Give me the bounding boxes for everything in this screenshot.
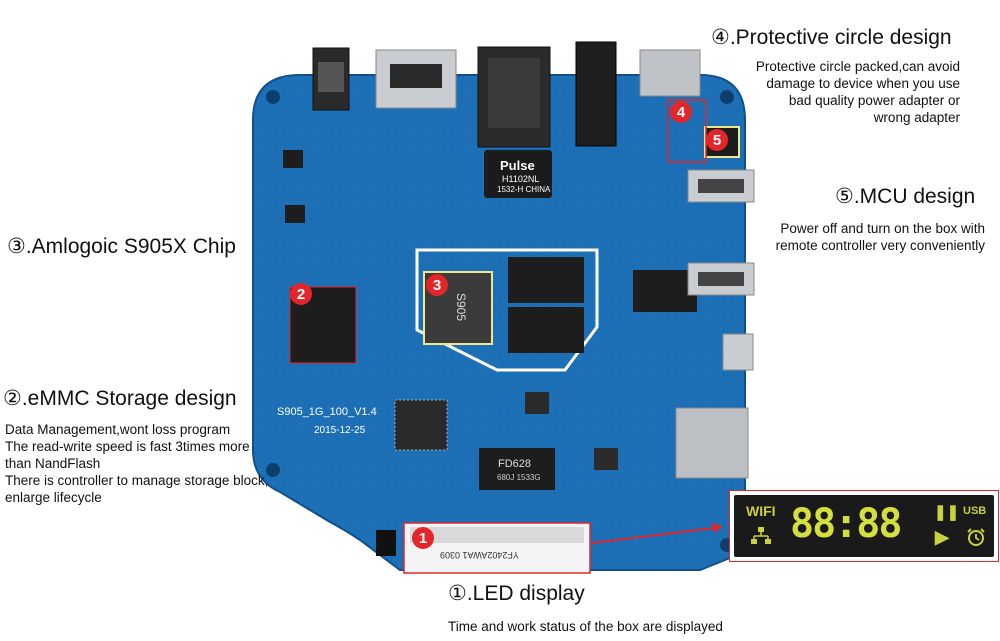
lcd-pointer-arrow xyxy=(591,526,723,544)
lcd-wifi-label: WIFI xyxy=(746,503,776,519)
alarm-clock-icon xyxy=(967,528,985,546)
pulse-sub-label: 1532-H CHINA xyxy=(497,185,551,194)
spdif-jack xyxy=(575,41,617,147)
led-driver-sub-label: 680J 1533G xyxy=(497,473,541,482)
ram-chip-1 xyxy=(508,257,584,303)
usb-hub-chip xyxy=(633,270,697,312)
soc-label: S905 xyxy=(454,292,469,322)
feature-2-description: Data Management,wont loss program The re… xyxy=(5,421,325,506)
lcd-screen: WIFI 88:88 ❚❚ ▶ USB xyxy=(734,495,994,557)
micro-usb-port xyxy=(722,333,754,371)
led-driver-label: FD628 xyxy=(498,458,532,470)
feature-4-title: ④.Protective circle design xyxy=(711,26,952,49)
feature-1-description: Time and work status of the box are disp… xyxy=(448,619,723,634)
ir-receiver xyxy=(376,530,396,556)
board-model-label: S905_1G_100_V1.4 xyxy=(277,406,377,418)
soc-outline xyxy=(415,248,599,372)
lcd-time-digits: 88:88 xyxy=(790,501,902,547)
feature-2-desc-line: The read-write speed is fast 3times more xyxy=(5,439,250,454)
feature-4-desc-line: Protective circle packed,can avoid xyxy=(755,59,960,74)
feature-5-desc-line: Power off and turn on the box with xyxy=(780,221,985,236)
sd-card-slot xyxy=(675,407,749,479)
led-driver-chip xyxy=(479,448,555,490)
lcd-play-icon: ▶ xyxy=(935,527,949,547)
feature-4-desc-line: bad quality power adapter or xyxy=(788,93,960,108)
feature-5-title: ⑤.MCU design xyxy=(835,185,976,208)
lcd-usb-label: USB xyxy=(963,505,987,517)
feature-4-desc-line: damage to device when you use xyxy=(766,76,960,91)
feature-5-desc-line: remote controller very conveniently xyxy=(775,238,985,253)
badge-5: 5 xyxy=(706,129,728,151)
feature-5-description: Power off and turn on the box with remot… xyxy=(735,220,985,254)
feature-2-desc-line: than NandFlash xyxy=(5,456,101,471)
feature-3-title: ③.Amlogoic S905X Chip xyxy=(7,235,236,258)
led-strip-label: YF2402AWA1 0309 xyxy=(440,550,519,560)
wifi-chip xyxy=(394,399,448,451)
protective-circuit xyxy=(667,99,707,163)
ram-chip-2 xyxy=(508,307,584,353)
feature-2-desc-line: Data Management,wont loss program xyxy=(5,422,231,437)
badge-2: 2 xyxy=(290,283,312,305)
board-date-label: 2015-12-25 xyxy=(314,425,366,436)
feature-4-description: Protective circle packed,can avoid damag… xyxy=(660,58,960,126)
feature-1-title: ①.LED display xyxy=(448,582,585,605)
lcd-pause-icon: ❚❚ xyxy=(934,504,960,521)
pulse-label: Pulse xyxy=(500,158,535,173)
pulse-transformer xyxy=(484,150,552,198)
badge-3: 3 xyxy=(426,274,448,296)
feature-2-title: ②.eMMC Storage design xyxy=(3,387,237,410)
badge-1: 1 xyxy=(412,527,434,549)
feature-4-desc-line: wrong adapter xyxy=(873,110,960,125)
pulse-model-label: H1102NL xyxy=(502,174,540,184)
feature-2-desc-line: There is controller to manage storage bl… xyxy=(5,473,269,488)
lcd-display-panel: WIFI 88:88 ❚❚ ▶ USB xyxy=(729,490,999,562)
dc-power-jack xyxy=(639,49,701,97)
feature-2-desc-line: enlarge lifecycle xyxy=(5,490,102,505)
badge-4: 4 xyxy=(670,101,692,123)
network-icon xyxy=(751,527,771,544)
